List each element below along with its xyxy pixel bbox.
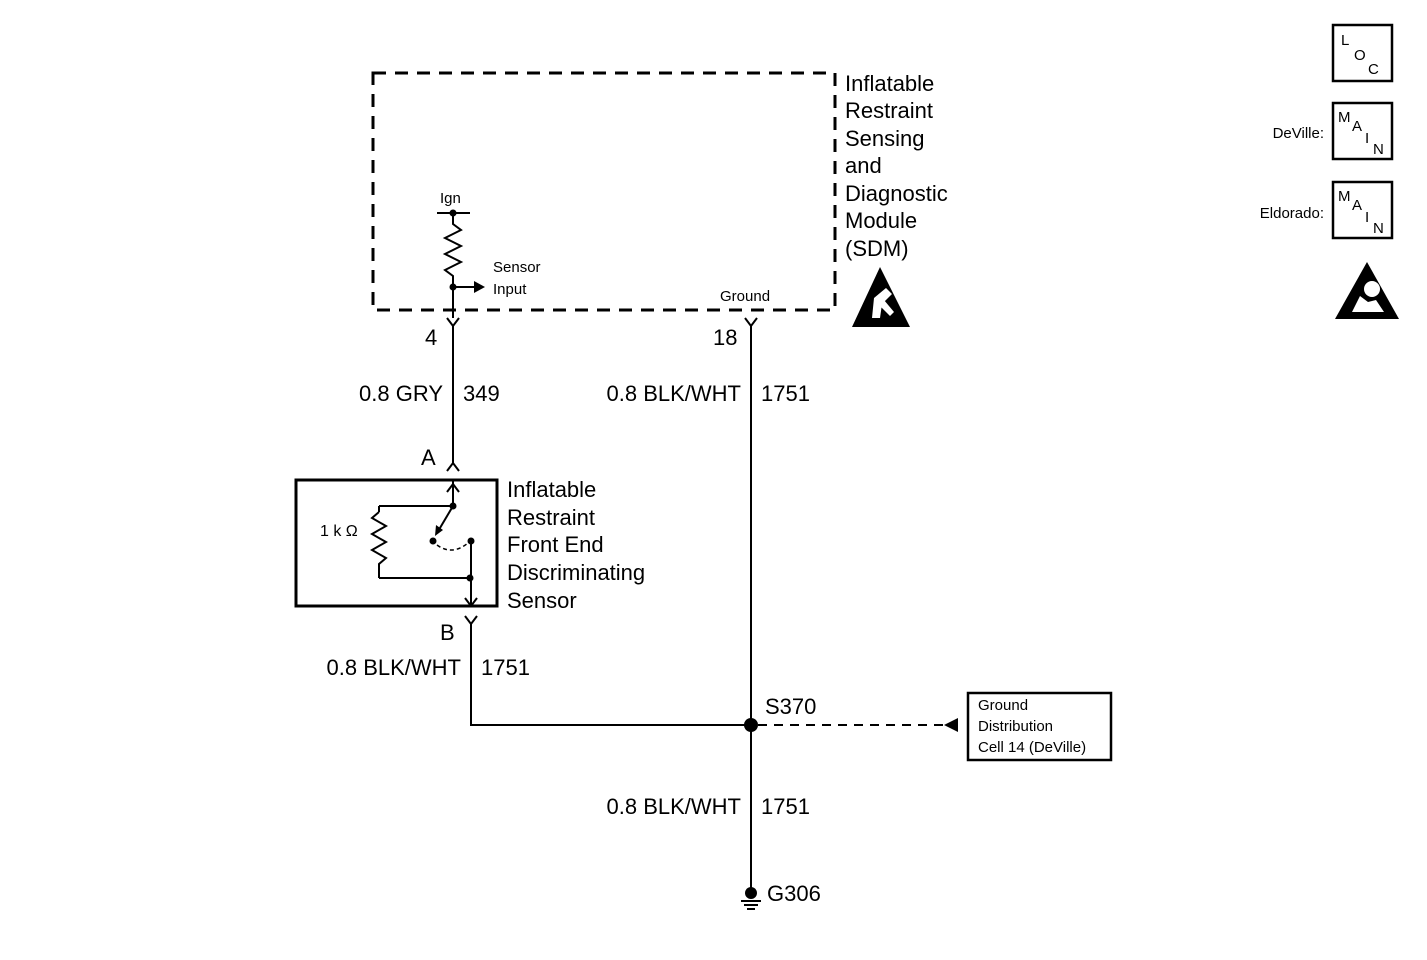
wire-1751-sdm-gauge-color: 0.8 BLK/WHT	[607, 381, 741, 406]
loc-reference-box[interactable]	[1331, 23, 1394, 83]
splice-s370-label: S370	[765, 694, 816, 719]
pullup-resistor	[442, 213, 464, 287]
pin-a-connector-icon	[446, 461, 460, 472]
esd-warning-icon	[852, 267, 910, 327]
wire-1751-sensor	[470, 624, 751, 726]
wire-1751-sensor-circuit: 1751	[481, 655, 530, 680]
sdm-ground-label: Ground	[720, 288, 770, 305]
ground-g306-label: G306	[767, 881, 821, 906]
resistor-value-label: 1 k Ω	[320, 523, 358, 540]
main-letter-n: N	[1373, 141, 1384, 158]
main-letter-n: N	[1373, 220, 1384, 237]
sdm-dashed-outline	[371, 71, 837, 312]
pin-4-label: 4	[425, 325, 437, 350]
main-letter-a: A	[1352, 197, 1362, 214]
switch-arrow-icon	[435, 525, 443, 536]
wire-1751-sdm-circuit: 1751	[761, 381, 810, 406]
deville-main-box[interactable]	[1331, 101, 1394, 161]
pin-b-internal-arrow-icon	[464, 597, 478, 608]
eldorado-main-reference-button[interactable]: M A I N	[1331, 180, 1394, 240]
eldorado-main-box[interactable]	[1331, 180, 1394, 240]
deville-main-reference-button[interactable]: M A I N	[1331, 101, 1394, 161]
sdm-module: Inflatable Restraint Sensing and Diagnos…	[371, 71, 954, 327]
wire-1751-ground-circuit: 1751	[761, 794, 810, 819]
main-letter-a: A	[1352, 118, 1362, 135]
ground-g306-icon	[741, 887, 761, 910]
main-letter-m: M	[1338, 188, 1351, 205]
ign-label: Ign	[440, 190, 461, 207]
main-letter-i: I	[1365, 130, 1369, 147]
sensor-input-label: Sensor Input	[493, 259, 545, 298]
loc-letter-o: O	[1354, 47, 1366, 64]
eldorado-label: Eldorado:	[1260, 205, 1324, 222]
wire-349-gauge-color: 0.8 GRY	[359, 381, 443, 406]
wire-1751-ground-gauge-color: 0.8 BLK/WHT	[607, 794, 741, 819]
pin-18-connector-icon	[744, 317, 758, 328]
ground-distribution-reference[interactable]: Ground Distribution Cell 14 (DeVille)	[966, 691, 1113, 762]
loc-reference-button[interactable]: L O C	[1331, 23, 1394, 83]
main-letter-m: M	[1338, 109, 1351, 126]
airbag-warning-icon	[1335, 262, 1399, 319]
deville-label: DeVille:	[1273, 125, 1324, 142]
pin-4-connector-icon	[446, 317, 460, 328]
wire-349-circuit: 349	[463, 381, 500, 406]
loc-letter-l: L	[1341, 32, 1349, 49]
sensor-input-arrow-icon	[474, 281, 485, 293]
pin-a-internal-arrow-icon	[446, 482, 460, 493]
pin-18-label: 18	[713, 325, 737, 350]
pin-b-connector-icon	[464, 615, 478, 626]
sdm-title: Inflatable Restraint Sensing and Diagnos…	[845, 71, 954, 261]
pin-b-label: B	[440, 620, 455, 645]
wire-1751-sensor-gauge-color: 0.8 BLK/WHT	[327, 655, 461, 680]
sensor-title: Inflatable Restraint Front End Discrimin…	[507, 477, 651, 613]
switch-pivot	[429, 537, 437, 545]
discriminating-sensor: A Inflatable Restraint Front End Discrim…	[294, 445, 651, 645]
ground-distribution-text: Ground Distribution Cell 14 (DeVille)	[978, 697, 1086, 756]
pin-a-label: A	[421, 445, 436, 470]
switch-travel-arc	[436, 542, 469, 551]
ground-distribution-box[interactable]	[966, 691, 1113, 762]
main-letter-i: I	[1365, 209, 1369, 226]
sensor-resistor	[369, 511, 389, 578]
sensor-box	[294, 478, 499, 608]
loc-letter-c: C	[1368, 61, 1379, 78]
ground-distribution-arrow-icon	[944, 718, 958, 732]
